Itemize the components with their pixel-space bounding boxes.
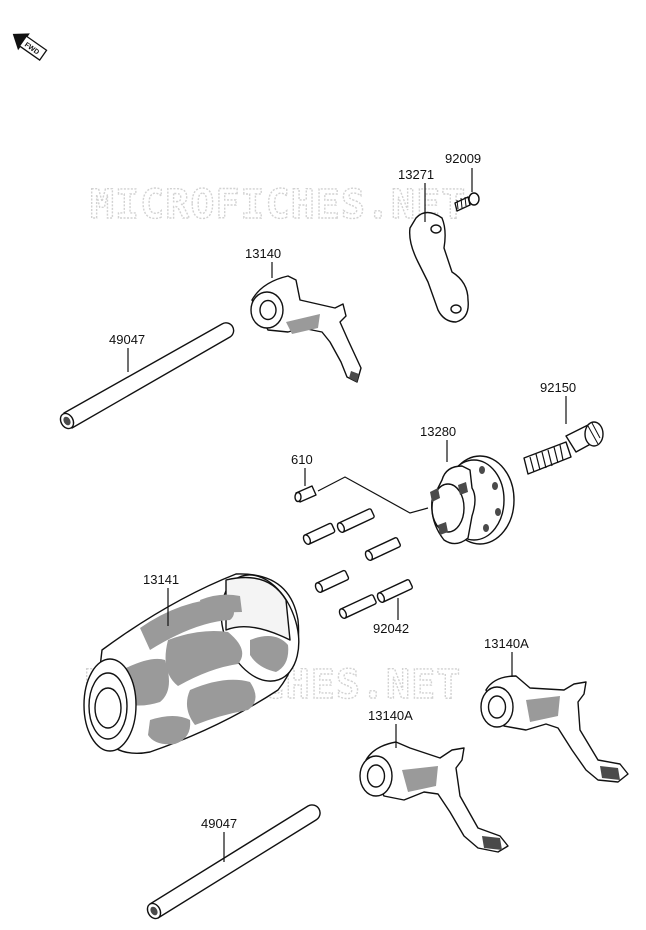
label-13271: 13271 <box>398 167 434 182</box>
pins-group <box>302 508 413 619</box>
label-92042: 92042 <box>373 621 409 636</box>
leader-610-to-holder <box>317 476 429 514</box>
shaft-lower <box>146 804 321 920</box>
plate <box>408 211 469 323</box>
shaft-upper <box>59 322 235 430</box>
fwd-arrow-icon: FWD <box>12 33 48 61</box>
label-13140A-right: 13140A <box>484 636 529 651</box>
fork-right <box>480 675 629 783</box>
label-92009: 92009 <box>445 151 481 166</box>
label-49047-lower: 49047 <box>201 816 237 831</box>
label-13280: 13280 <box>420 424 456 439</box>
label-13141: 13141 <box>143 572 179 587</box>
fork-lower <box>359 741 509 853</box>
label-13140: 13140 <box>245 246 281 261</box>
bolt-holder <box>523 421 604 475</box>
shift-drum <box>83 573 300 754</box>
watermark-top: MICROFICHES.NET <box>90 182 466 228</box>
fork-upper <box>250 275 362 383</box>
bolt-plate <box>454 192 480 212</box>
label-610: 610 <box>291 452 313 467</box>
pin-holder <box>430 455 515 545</box>
label-13140A-lower: 13140A <box>368 708 413 723</box>
label-49047-upper: 49047 <box>109 332 145 347</box>
label-92150: 92150 <box>540 380 576 395</box>
small-pin <box>294 485 317 503</box>
